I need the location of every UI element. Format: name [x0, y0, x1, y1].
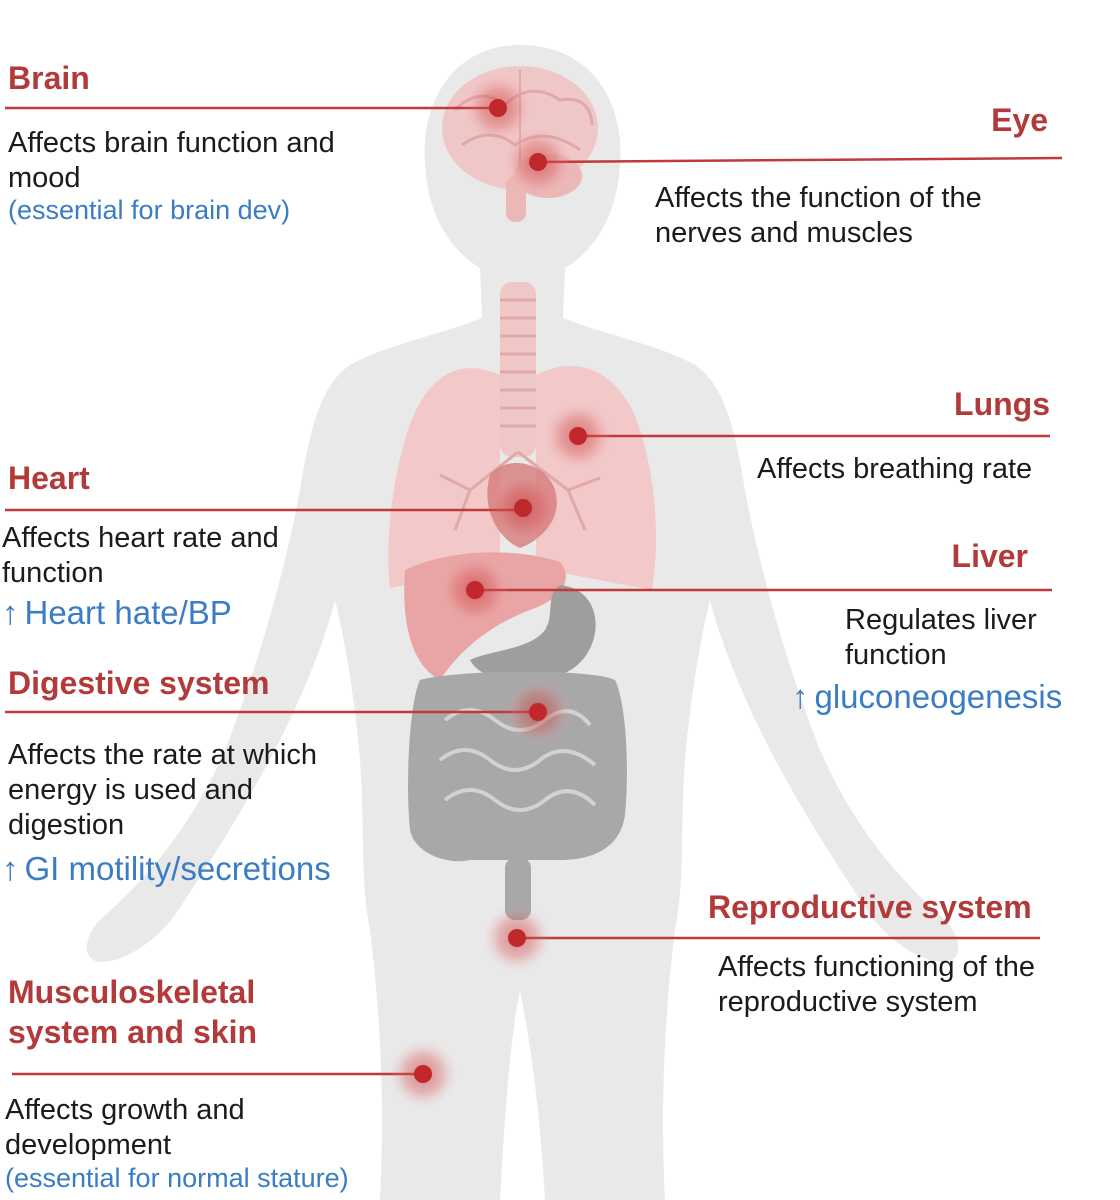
lungs-description: Affects breathing rate	[757, 452, 1077, 487]
up-arrow-icon: ↑	[2, 850, 19, 888]
brain-target	[464, 74, 532, 142]
heart-description: Affects heart rate and function	[2, 521, 322, 591]
digestive-effect-text: GI motility/secretions	[25, 850, 331, 887]
musculoskeletal-description: Affects growth and development	[5, 1093, 285, 1163]
liver-effect: ↑gluconeogenesis	[792, 678, 1062, 716]
heart-target	[487, 472, 559, 544]
liver-title: Liver	[850, 538, 1028, 574]
lungs-title: Lungs	[850, 386, 1050, 422]
liver-target	[439, 554, 511, 626]
heart-effect-text: Heart hate/BP	[25, 594, 232, 631]
digestive-description: Affects the rate at which energy is used…	[8, 738, 353, 843]
brain-title: Brain	[8, 60, 90, 96]
brain-note: (essential for brain dev)	[8, 194, 290, 227]
musculoskeletal-title: Musculoskeletal system and skin	[8, 972, 298, 1052]
reproductive-target	[483, 904, 551, 972]
up-arrow-icon: ↑	[792, 678, 809, 716]
liver-description: Regulates liver function	[845, 603, 1065, 673]
up-arrow-icon: ↑	[2, 594, 19, 632]
digestive-effect: ↑GI motility/secretions	[2, 850, 331, 888]
brain-description: Affects brain function and mood	[8, 126, 408, 196]
digestive-title: Digestive system	[8, 665, 269, 701]
digestive-target	[504, 678, 572, 746]
liver-effect-text: gluconeogenesis	[815, 678, 1063, 715]
reproductive-description: Affects functioning of the reproductive …	[718, 950, 1058, 1020]
trachea	[500, 282, 536, 457]
heart-title: Heart	[8, 460, 90, 496]
musculoskeletal-target	[389, 1040, 457, 1108]
eye-title: Eye	[900, 102, 1048, 138]
eye-target	[504, 128, 572, 196]
lungs-target	[544, 402, 612, 470]
eye-description: Affects the function of the nerves and m…	[655, 181, 1065, 251]
reproductive-title: Reproductive system	[708, 889, 1032, 925]
musculoskeletal-note: (essential for normal stature)	[5, 1162, 349, 1195]
heart-effect: ↑Heart hate/BP	[2, 594, 232, 632]
